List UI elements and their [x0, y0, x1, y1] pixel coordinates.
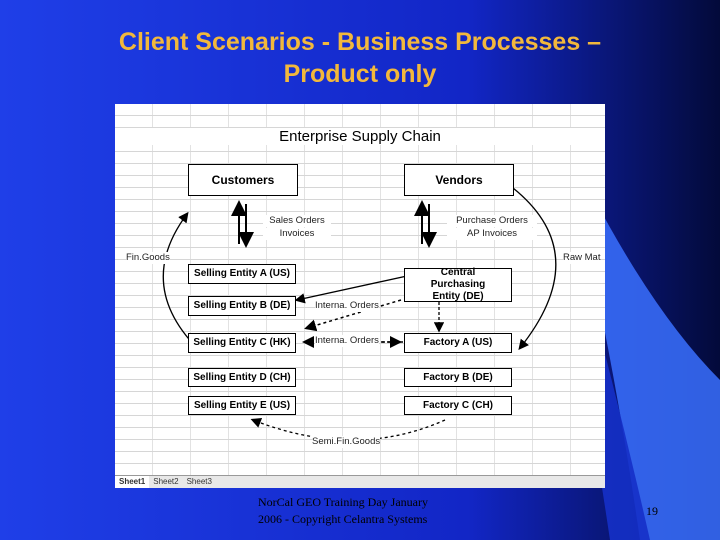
central-purchasing-box: Central Purchasing Entity (DE)	[404, 267, 512, 302]
selling-entity-c: Selling Entity C (HK)	[188, 333, 296, 353]
internal-orders-label-2: Interna. Orders	[315, 335, 379, 347]
spreadsheet-diagram: Enterprise Supply Chain Customers Vendor…	[115, 104, 605, 488]
sheet-tab-1[interactable]: Sheet1	[115, 476, 150, 488]
vendors-box: Vendors	[404, 164, 514, 196]
arrow-internal-orders-1	[304, 299, 402, 332]
slide-footer: NorCal GEO Training Day January 2006 - C…	[258, 494, 478, 528]
slide-title-line-1: Client Scenarios - Business Processes –	[118, 28, 602, 56]
selling-entity-e: Selling Entity E (US)	[188, 396, 296, 415]
factory-c: Factory C (CH)	[404, 396, 512, 415]
sheet-tab-3[interactable]: Sheet3	[186, 477, 212, 486]
flow-arrows	[162, 187, 557, 441]
purchase-orders-label: Purchase Orders	[447, 215, 537, 227]
selling-entity-b: Selling Entity B (DE)	[188, 296, 296, 316]
page-number: 19	[646, 504, 658, 518]
slide-title: Client Scenarios - Business Processes – …	[40, 26, 680, 90]
arrow-fin-goods	[162, 211, 198, 349]
diagram-title: Enterprise Supply Chain	[115, 128, 605, 145]
sales-orders-label: Sales Orders	[263, 215, 331, 227]
arrow-purchasing-to-selling	[294, 275, 408, 304]
semi-fin-goods-label: Semi.Fin.Goods	[312, 436, 381, 448]
sheet-tab-2[interactable]: Sheet2	[153, 477, 179, 486]
factory-b: Factory B (DE)	[404, 368, 512, 387]
fin-goods-label: Fin.Goods	[126, 252, 170, 264]
customers-box: Customers	[188, 164, 298, 196]
slide-title-line-2: Product only	[283, 60, 437, 88]
footer-line-2: 2006 - Copyright Celantra Systems	[258, 512, 428, 526]
arrow-raw-mat	[512, 187, 557, 351]
invoices-label: Invoices	[263, 228, 331, 240]
footer-line-1: NorCal GEO Training Day January	[258, 495, 428, 509]
selling-entity-d: Selling Entity D (CH)	[188, 368, 296, 387]
raw-mat-label: Raw Mat	[563, 252, 601, 264]
selling-entity-a: Selling Entity A (US)	[188, 264, 296, 284]
ap-invoices-label: AP Invoices	[447, 228, 537, 240]
factory-a: Factory A (US)	[404, 333, 512, 353]
internal-orders-label-1: Interna. Orders	[315, 300, 379, 312]
